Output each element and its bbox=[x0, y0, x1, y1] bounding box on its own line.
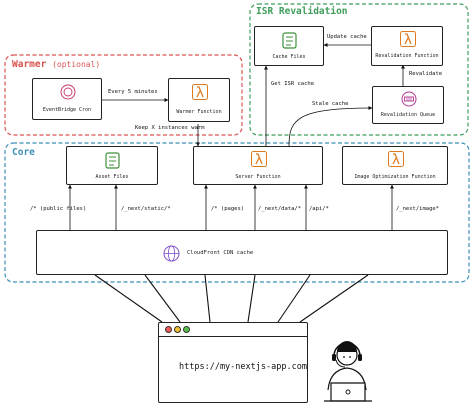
lambda-icon bbox=[400, 31, 416, 47]
lambda-icon bbox=[251, 151, 267, 167]
bucket-icon bbox=[282, 32, 297, 49]
get-isr-cache-label: Get ISR cache bbox=[271, 81, 315, 87]
warmer-title-text: Warmer bbox=[12, 59, 47, 70]
bucket-icon bbox=[105, 152, 120, 169]
maximize-dot[interactable] bbox=[183, 326, 190, 333]
next-data-label: /_next/data/* bbox=[258, 206, 302, 212]
server-function-label: Server Function bbox=[235, 174, 281, 180]
keep-warm-label: Keep X instances warm bbox=[135, 125, 205, 131]
user-headset-laptop-icon bbox=[324, 341, 372, 402]
lambda-icon bbox=[192, 84, 208, 100]
cache-files-label: Cache Files bbox=[272, 54, 306, 60]
asset-files-label: Asset Files bbox=[95, 174, 129, 180]
warmer-title-suffix: (optional) bbox=[52, 60, 101, 69]
warmer-function-label: Warmer Function bbox=[176, 109, 222, 115]
every-5-minutes-label: Every 5 minutes bbox=[108, 89, 158, 95]
image-optimization-function-label: Image Optimization Function bbox=[354, 174, 436, 180]
core-region-title: Core bbox=[12, 147, 35, 158]
image-optimization-function-node[interactable]: Image Optimization Function bbox=[342, 146, 448, 185]
warmer-function-node[interactable]: Warmer Function bbox=[168, 78, 230, 122]
asset-files-node[interactable]: Asset Files bbox=[66, 146, 158, 185]
next-image-label: /_next/image* bbox=[396, 206, 440, 212]
cache-files-node[interactable]: Cache Files bbox=[254, 26, 324, 66]
revalidate-label: Revalidate bbox=[409, 71, 443, 77]
api-label: /api/* bbox=[309, 206, 329, 212]
pages-label: /* (pages) bbox=[211, 206, 245, 212]
update-cache-label: Update cache bbox=[327, 34, 367, 40]
minimize-dot[interactable] bbox=[174, 326, 181, 333]
eventbridge-cron-label: EventBridge Cron bbox=[42, 107, 92, 113]
isr-region-title: ISR Revalidation bbox=[256, 6, 348, 17]
server-function-node[interactable]: Server Function bbox=[193, 146, 323, 185]
browser-titlebar bbox=[159, 323, 307, 337]
cloudfront-icon bbox=[163, 245, 180, 262]
revalidation-function-node[interactable]: Revalidation Function bbox=[371, 26, 443, 66]
isr-region bbox=[249, 3, 469, 136]
browser-url[interactable]: https://my-nextjs-app.com bbox=[179, 362, 307, 372]
stale-cache-label: Stale cache bbox=[312, 101, 349, 107]
warmer-region-title: Warmer (optional) bbox=[12, 59, 100, 70]
revalidation-queue-node[interactable]: Revalidation Queue bbox=[372, 86, 444, 124]
next-static-label: /_next/static/* bbox=[121, 206, 171, 212]
close-dot[interactable] bbox=[165, 326, 172, 333]
browser-window[interactable]: https://my-nextjs-app.com bbox=[158, 322, 308, 403]
cloudfront-node[interactable]: CloudFront CDN cache bbox=[36, 230, 448, 275]
queue-icon bbox=[401, 91, 417, 107]
edge-stale-cache bbox=[288, 106, 373, 147]
public-files-label: /* (public files) bbox=[30, 206, 87, 212]
lambda-icon bbox=[388, 151, 404, 167]
warmer-region bbox=[4, 54, 243, 136]
eventbridge-icon bbox=[60, 84, 76, 100]
cdn-to-browser-lines bbox=[94, 274, 369, 323]
eventbridge-cron-node[interactable]: EventBridge Cron bbox=[32, 78, 102, 120]
revalidation-function-label: Revalidation Function bbox=[375, 53, 439, 59]
core-region bbox=[4, 142, 470, 283]
revalidation-queue-label: Revalidation Queue bbox=[380, 112, 436, 118]
cloudfront-label: CloudFront CDN cache bbox=[187, 250, 254, 256]
